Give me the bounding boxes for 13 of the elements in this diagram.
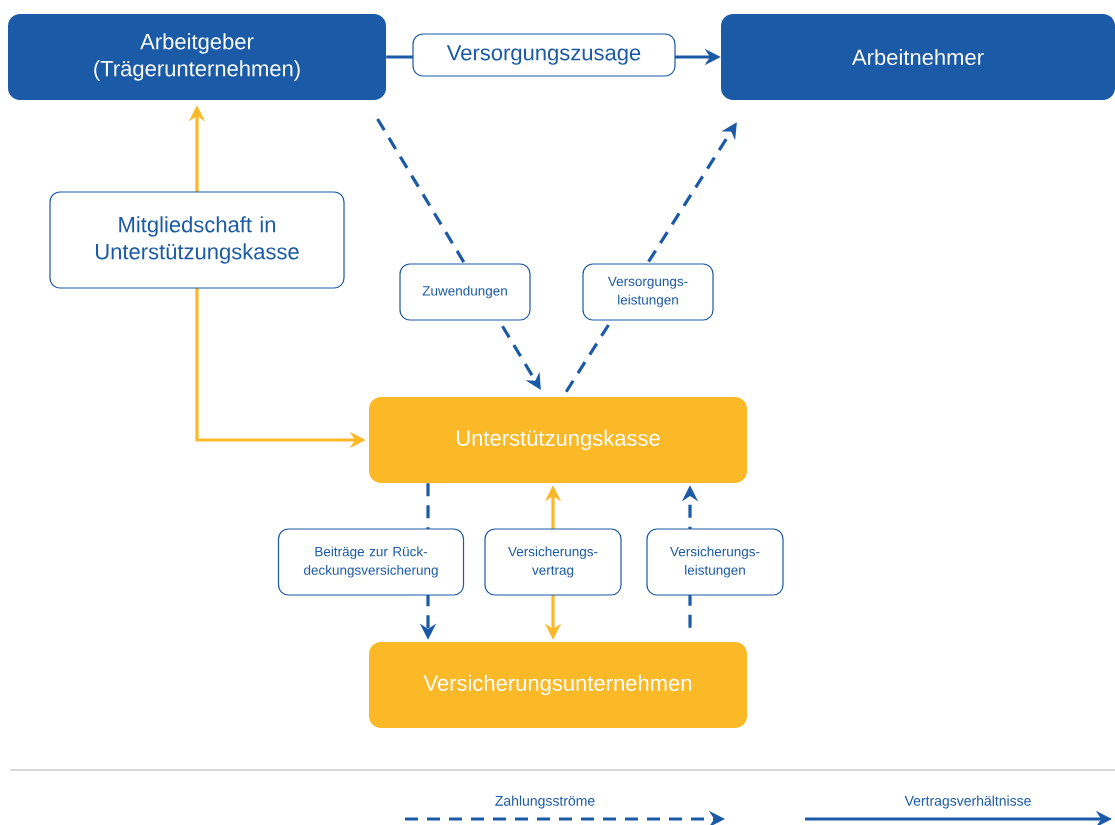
legend-label: Vertragsverhältnisse [904, 795, 1031, 809]
edge-label: Versorgungs- leistungen [582, 263, 714, 321]
edge-label: Zuwendungen [399, 263, 531, 321]
process-box: Versicherungsunternehmen [369, 642, 747, 728]
legend-label: Zahlungsströme [495, 795, 595, 809]
edge-label: Beiträge zur Rück- deckungsversicherung [277, 528, 465, 596]
process-box: Arbeitgeber (Trägerunternehmen) [8, 14, 386, 100]
edge-label: Versorgungszusage [412, 33, 676, 77]
edge-label: Versicherungs- vertrag [484, 528, 622, 596]
edge-label: Versicherungs- leistungen [646, 528, 784, 596]
process-box: Arbeitnehmer [721, 14, 1115, 100]
process-box: Unterstützungskasse [369, 397, 747, 483]
edge-label: Mitgliedschaft in Unterstützungskasse [49, 191, 345, 289]
